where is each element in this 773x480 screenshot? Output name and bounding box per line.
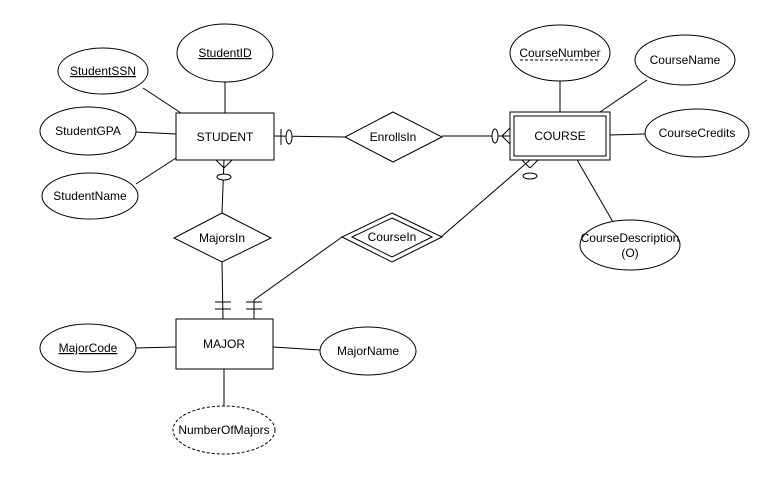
attribute-ellipse xyxy=(579,219,681,271)
edge-majorsin-major xyxy=(221,261,224,320)
edge-student-majorsin xyxy=(221,159,225,214)
relationship-coursein-label: CourseIn xyxy=(368,230,417,244)
crows-foot-marker xyxy=(529,159,539,169)
derived-attribute-dashed-ellipse xyxy=(172,405,276,455)
crows-foot-marker xyxy=(223,159,233,169)
edge-coursecredits xyxy=(609,133,646,136)
attribute-majorcode[interactable]: MajorCode xyxy=(39,323,137,373)
attribute-coursenumber-label: CourseNumber xyxy=(519,46,600,60)
attribute-ellipse xyxy=(509,24,611,82)
attribute-studentgpa[interactable]: StudentGPA xyxy=(39,106,137,156)
relationship-majorsin-label: MajorsIn xyxy=(199,231,245,245)
entity-box xyxy=(175,112,275,161)
optional-circle-marker xyxy=(216,173,232,181)
crows-foot-marker xyxy=(215,159,225,169)
crows-foot-marker xyxy=(501,127,511,137)
edge-studentname xyxy=(135,157,177,185)
edge-majorname xyxy=(272,346,321,351)
attribute-ellipse xyxy=(644,108,750,158)
edge-coursein-major xyxy=(253,236,343,301)
attribute-numberofmajors-label: NumberOfMajors xyxy=(178,423,269,437)
optional-circle-marker xyxy=(491,128,499,144)
edge-majorcode xyxy=(135,346,177,349)
entity-major-label: MAJOR xyxy=(203,337,245,351)
attribute-ellipse xyxy=(41,172,139,220)
attribute-ellipse xyxy=(57,47,149,95)
attribute-coursedescription-optional: (O) xyxy=(621,246,638,260)
entity-course-label: COURSE xyxy=(534,129,585,143)
edge-coursedescription xyxy=(575,157,614,223)
attribute-majorname[interactable]: MajorName xyxy=(319,326,417,376)
relationship-enrollsin-label: EnrollsIn xyxy=(370,130,417,144)
attribute-studentname[interactable]: StudentName xyxy=(41,172,139,220)
edge-course-coursein xyxy=(440,159,531,238)
relationship-diamond xyxy=(172,212,273,263)
edge-coursename xyxy=(599,79,648,113)
attribute-ellipse xyxy=(39,106,137,156)
entity-course[interactable]: COURSE xyxy=(509,111,611,161)
crows-foot-marker xyxy=(521,159,531,169)
attribute-majorname-label: MajorName xyxy=(337,344,399,358)
attribute-ellipse xyxy=(176,23,274,83)
cardinality-markers xyxy=(215,127,539,310)
entity-major[interactable]: MAJOR xyxy=(175,318,274,370)
relationship-diamond xyxy=(343,111,444,163)
entity-student-label: STUDENT xyxy=(197,130,254,144)
attribute-numberofmajors[interactable]: NumberOfMajors xyxy=(172,405,276,455)
relationship-enrollsin[interactable]: EnrollsIn xyxy=(343,111,444,163)
attribute-coursedescription[interactable]: CourseDescription (O) xyxy=(579,219,681,271)
attribute-studentgpa-label: StudentGPA xyxy=(55,124,121,138)
optional-circle-marker xyxy=(522,172,538,180)
entity-student[interactable]: STUDENT xyxy=(175,112,275,161)
attribute-studentname-label: StudentName xyxy=(53,189,127,203)
optional-circle-marker xyxy=(285,129,293,145)
attribute-ellipse xyxy=(319,326,417,376)
edge-student-enrollsin xyxy=(273,135,346,138)
attribute-ellipse xyxy=(39,323,137,373)
attribute-studentssn-label: StudentSSN xyxy=(70,64,136,78)
attribute-coursecredits-label: CourseCredits xyxy=(659,126,736,140)
attribute-coursecredits[interactable]: CourseCredits xyxy=(644,108,750,158)
entity-box xyxy=(175,318,274,370)
attribute-majorcode-label: MajorCode xyxy=(59,341,118,355)
attribute-studentid-label: StudentID xyxy=(198,46,252,60)
attribute-ellipse xyxy=(634,34,736,86)
edge-studentssn xyxy=(142,87,182,114)
attribute-coursenumber[interactable]: CourseNumber xyxy=(509,24,611,82)
relationship-coursein[interactable]: CourseIn xyxy=(340,212,444,263)
attribute-studentid[interactable]: StudentID xyxy=(176,23,274,83)
weak-entity-inner-box xyxy=(513,115,607,157)
edge-studentgpa xyxy=(135,131,177,135)
attribute-coursedescription-label: CourseDescription xyxy=(581,231,680,245)
identifying-relationship-inner-diamond xyxy=(350,217,434,258)
attribute-studentssn[interactable]: StudentSSN xyxy=(57,47,149,95)
relationship-majorsin[interactable]: MajorsIn xyxy=(172,212,273,263)
attribute-coursename-label: CourseName xyxy=(650,53,721,67)
crows-foot-marker xyxy=(501,135,511,145)
attribute-coursename[interactable]: CourseName xyxy=(634,34,736,86)
